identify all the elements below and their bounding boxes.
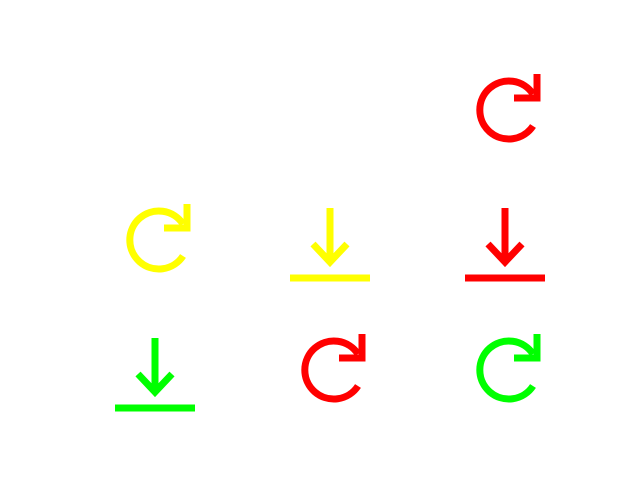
- redo-icon: [280, 320, 380, 420]
- redo-icon: [455, 320, 555, 420]
- redo-icon: [455, 60, 555, 160]
- download-icon: [280, 190, 380, 290]
- redo-icon: [105, 190, 205, 290]
- download-icon: [105, 320, 205, 420]
- download-icon: [455, 190, 555, 290]
